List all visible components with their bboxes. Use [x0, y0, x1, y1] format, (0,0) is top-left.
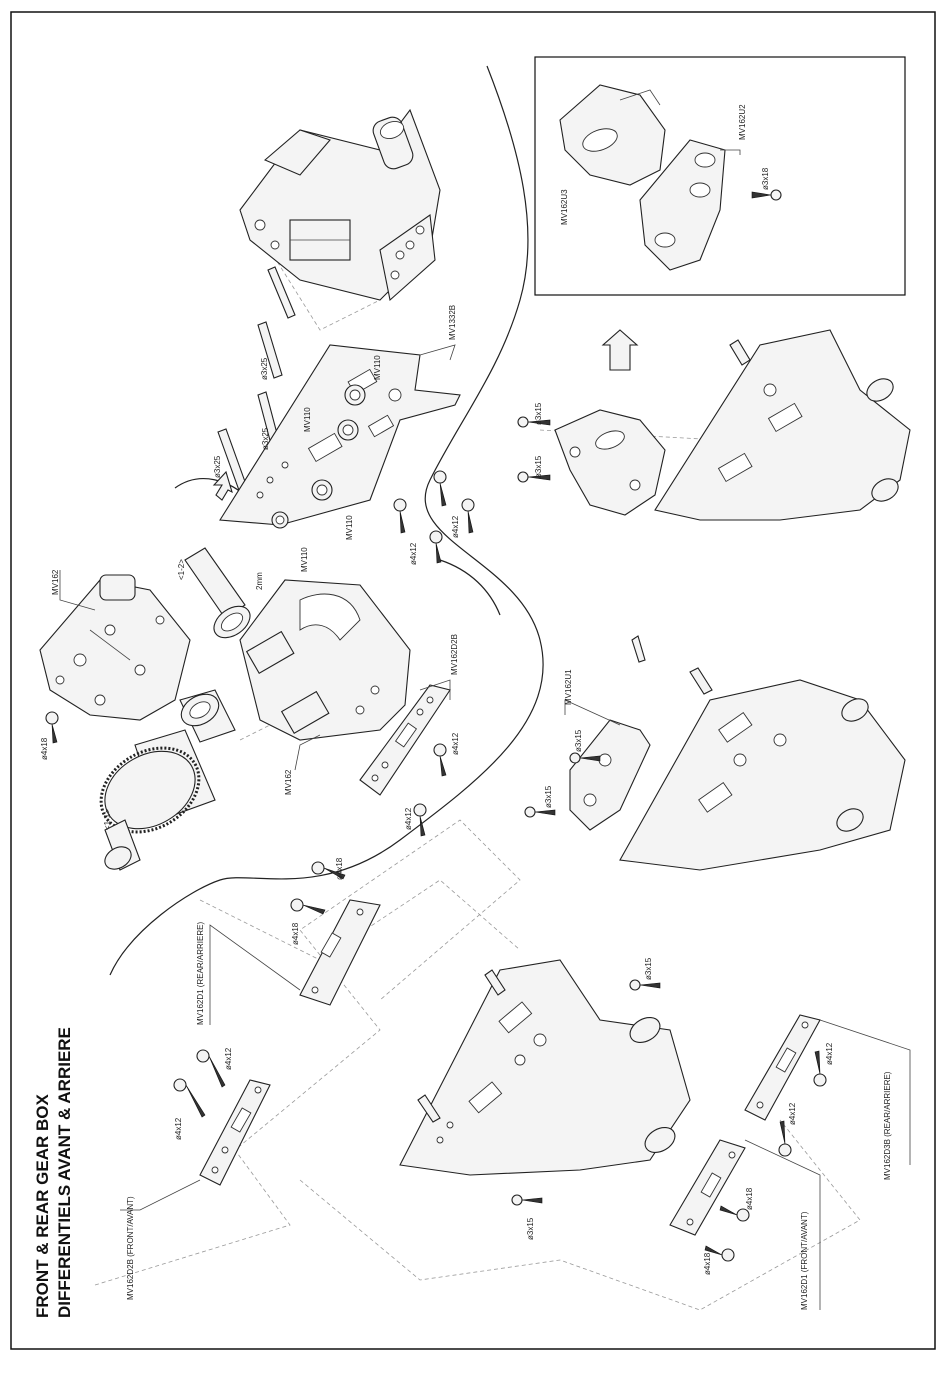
- label-screw-4x18-b: ø4x18: [291, 922, 300, 945]
- label-screw-4x12-b: ø4x12: [404, 807, 413, 830]
- label-screw-4x12-f: ø4x12: [224, 1047, 233, 1070]
- label-screw-3x15-b: ø3x15: [534, 455, 543, 478]
- label-screw-4x18-e: ø4x18: [745, 1187, 754, 1210]
- page-title: FRONT & REAR GEAR BOX DIFFERENTIELS AVAN…: [33, 1027, 74, 1318]
- inset-box: [534, 56, 906, 296]
- label-step-1-1: <1-1>: [103, 809, 112, 830]
- label-screw-4x12-g: ø4x12: [788, 1102, 797, 1125]
- plate-mv1332b: [219, 344, 461, 529]
- label-mv110-a: MV110: [303, 407, 312, 432]
- section-divider: [109, 65, 544, 976]
- bar-mv162d2b-mid: [45, 684, 451, 837]
- label-screw-3x15-c: ø3x15: [574, 729, 583, 752]
- label-screw-4x12-d: ø4x12: [451, 515, 460, 538]
- label-screw-4x12-h: ø4x12: [825, 1042, 834, 1065]
- label-screw-3x18: ø3x18: [761, 167, 770, 190]
- label-mv162-b: MV162: [284, 769, 293, 795]
- label-mv162u1: MV162U1: [564, 669, 573, 705]
- label-screw-3x15-f: ø3x15: [526, 1217, 535, 1240]
- differential-1-2: [184, 547, 251, 639]
- label-screw-4x18-d: ø4x18: [703, 1252, 712, 1275]
- gearbox-assembly-top: [239, 108, 441, 302]
- title-line-1: FRONT & REAR GEAR BOX: [33, 1094, 52, 1319]
- label-screw-4x18-a: ø4x18: [40, 737, 49, 760]
- divider-hook: [439, 559, 501, 616]
- label-mv1332b: MV1332B: [448, 305, 457, 340]
- labels: MV162 <1-2> 2mm <1-1> ø4x18 MV162 MV162D…: [40, 104, 892, 1310]
- screw-3x18: [751, 189, 782, 201]
- label-screw-3x15-a: ø3x15: [534, 402, 543, 425]
- label-screw-3x25-a: ø3x25: [260, 357, 269, 380]
- label-gap: 2mm: [255, 572, 264, 590]
- label-mv162d3b-rear: MV162D3B (REAR/ARRIERE): [883, 1071, 892, 1180]
- title-line-2: DIFFERENTIELS AVANT & ARRIERE: [55, 1027, 74, 1318]
- gearbox-assembly-right-middle: [569, 635, 906, 871]
- screws-3x15-middle: [524, 752, 601, 818]
- up-arrow-icon: [601, 329, 639, 371]
- label-screw-4x12-a: ø4x12: [451, 732, 460, 755]
- page-frame: [10, 11, 936, 1350]
- label-mv110-d: MV110: [300, 547, 309, 572]
- label-mv162u3: MV162U3: [560, 189, 569, 225]
- label-screw-4x12-c: ø4x12: [409, 542, 418, 565]
- label-screw-4x12-e: ø4x12: [174, 1117, 183, 1140]
- bar-mv162d2b-front: [173, 1049, 271, 1186]
- label-screw-3x15-d: ø3x15: [544, 785, 553, 808]
- label-screw-3x15-e: ø3x15: [644, 957, 653, 980]
- assembly-arrow-icon: [212, 470, 233, 501]
- label-mv162u2: MV162U2: [738, 104, 747, 140]
- screws-lower: [511, 979, 661, 1206]
- label-mv110-b: MV110: [373, 355, 382, 380]
- label-mv162d1-rear: MV162D1 (REAR/ARRIERE): [196, 922, 205, 1025]
- differential-1-1: [99, 689, 236, 871]
- screws-4x12-upper: [393, 470, 475, 564]
- gearbox-mv162-left: [39, 574, 191, 721]
- label-mv162d2b: MV162D2B: [450, 634, 459, 675]
- label-screw-3x25-b: ø3x25: [261, 427, 270, 450]
- mount-mv162u2: [639, 139, 726, 271]
- label-mv162d2b-front: MV162D2B (FRONT/AVANT): [126, 1196, 135, 1300]
- label-mv162d1-front: MV162D1 (FRONT/AVANT): [800, 1211, 809, 1310]
- gearbox-assembly-right-upper: [554, 329, 911, 521]
- label-screw-4x18-c: ø4x18: [335, 857, 344, 880]
- label-mv110-c: MV110: [345, 515, 354, 540]
- bar-mv162d1-rear: [290, 861, 381, 1006]
- label-mv162: MV162: [51, 569, 60, 595]
- label-screw-3x25-c: ø3x25: [213, 455, 222, 478]
- label-step-1-2: <1-2>: [177, 559, 186, 580]
- gearbox-mv162-right: [239, 579, 411, 741]
- bar-mv162d3b-rear: [744, 1014, 827, 1157]
- screws-3x15-upper: [517, 416, 551, 483]
- bar-mv162d1-front: [669, 1139, 750, 1262]
- leader-lines: [59, 149, 911, 1310]
- mount-mv162u3: [559, 84, 666, 186]
- gearbox-assembly-lower: [399, 959, 691, 1176]
